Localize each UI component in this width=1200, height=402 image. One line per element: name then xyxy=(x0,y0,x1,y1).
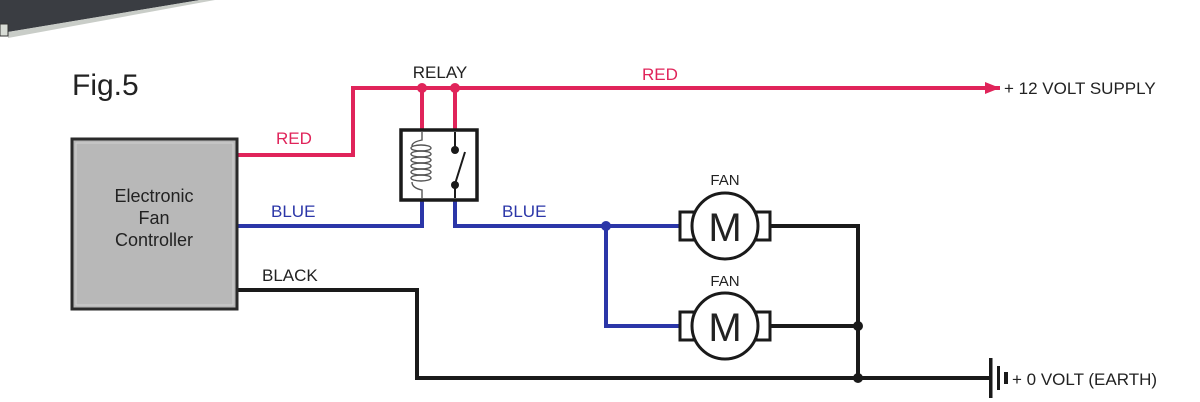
electronic-fan-controller: Electronic Fan Controller xyxy=(70,137,239,311)
fan-label: FAN xyxy=(710,273,739,290)
fan-motor-1: FAN M xyxy=(678,172,772,261)
figure-title: Fig.5 xyxy=(72,69,139,102)
fan-motor-2: FAN M xyxy=(678,273,772,361)
controller-label-line3: Controller xyxy=(115,230,193,250)
fan-label: FAN xyxy=(710,172,739,189)
relay-coil-icon xyxy=(410,132,432,198)
black-wire xyxy=(237,224,990,380)
black-junction-node xyxy=(853,373,863,383)
motor-icon: M xyxy=(708,306,741,350)
controller-label-line1: Electronic xyxy=(114,186,193,206)
supply-earth-label: + 0 VOLT (EARTH) xyxy=(1012,370,1157,389)
blue-junction-node xyxy=(601,221,611,231)
relay-label: RELAY xyxy=(413,63,468,82)
red-junction-node xyxy=(450,83,460,93)
controller-label-line2: Fan xyxy=(138,208,169,228)
wire-label-blue-right: BLUE xyxy=(502,202,546,221)
wire-label-red-top: RED xyxy=(642,65,678,84)
relay: RELAY xyxy=(399,63,479,202)
supply-arrow-icon xyxy=(985,82,1000,94)
wire-label-black: BLACK xyxy=(262,266,318,285)
wire-label-blue-left: BLUE xyxy=(271,202,315,221)
black-junction-node xyxy=(853,321,863,331)
battery-earth-icon xyxy=(989,358,1008,398)
wire-label-red-left: RED xyxy=(276,129,312,148)
red-wire xyxy=(237,86,1000,157)
supply-positive-label: + 12 VOLT SUPPLY xyxy=(1004,79,1156,98)
motor-icon: M xyxy=(708,206,741,250)
relay-switch-icon xyxy=(451,132,466,198)
photo-edge-decoration xyxy=(0,0,215,38)
red-junction-node xyxy=(417,83,427,93)
